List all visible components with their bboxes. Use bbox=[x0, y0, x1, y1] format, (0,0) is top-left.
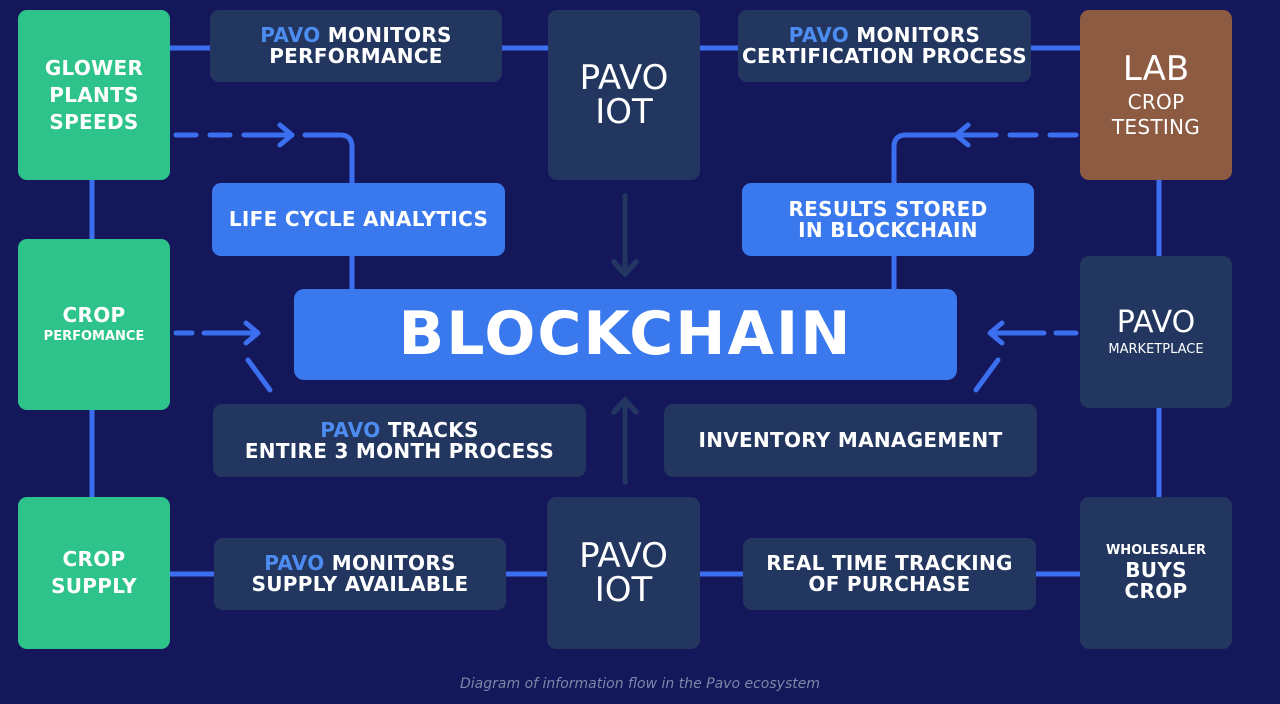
pavo-monitors-certification-node: PAVO MONITORS CERTIFICATION PROCESS bbox=[738, 10, 1031, 82]
monitors-performance-line2: PERFORMANCE bbox=[269, 44, 443, 68]
iot-up-arrowhead bbox=[611, 396, 639, 415]
life-cycle-analytics-node: LIFE CYCLE ANALYTICS bbox=[212, 183, 505, 256]
pavo-monitors-performance-node: PAVO MONITORS PERFORMANCE bbox=[210, 10, 502, 82]
tracks-line2: ENTIRE 3 MONTH PROCESS bbox=[244, 438, 555, 463]
wholesaler-line2: BUYS bbox=[1125, 558, 1187, 583]
pavo-marketplace-node: PAVO MARKETPLACE bbox=[1080, 256, 1232, 408]
marketplace-subtitle: MARKETPLACE bbox=[1108, 341, 1204, 357]
results-stored-line1: RESULTS STORED bbox=[788, 196, 988, 221]
lab-line3: TESTING bbox=[1111, 114, 1201, 139]
inventory-management-node: INVENTORY MANAGEMENT bbox=[664, 404, 1037, 477]
pavo-iot-bottom-node: PAVO IOT bbox=[547, 497, 700, 649]
crop-performance-title: CROP bbox=[62, 303, 126, 328]
pavo-iot-top-node: PAVO IOT bbox=[548, 10, 700, 180]
arrowhead bbox=[243, 320, 261, 346]
blockchain-label: BLOCKCHAIN bbox=[398, 299, 853, 369]
pavo-iot-bottom-line1: PAVO bbox=[579, 536, 668, 576]
crop-supply-line2: SUPPLY bbox=[51, 574, 137, 598]
real-time-tracking-line1: REAL TIME TRACKING bbox=[766, 551, 1013, 575]
glower-plants-speeds-node: GLOWER PLANTS SPEEDS bbox=[18, 10, 170, 180]
glower-line3: SPEEDS bbox=[49, 109, 139, 134]
crop-performance-subtitle: PERFOMANCE bbox=[43, 329, 145, 345]
life-cycle-analytics-label: LIFE CYCLE ANALYTICS bbox=[228, 207, 489, 231]
wholesaler-line3: CROP bbox=[1124, 579, 1188, 604]
pavo-accent-label: PAVO bbox=[320, 417, 381, 442]
arrowhead bbox=[987, 320, 1005, 346]
diagram-caption: Diagram of information flow in the Pavo … bbox=[460, 676, 820, 692]
lab-line2: CROP bbox=[1127, 89, 1185, 114]
connector-line bbox=[891, 132, 963, 186]
lab-title: LAB bbox=[1122, 49, 1190, 90]
blockchain-node: BLOCKCHAIN bbox=[294, 289, 957, 380]
wholesaler-buys-crop-node: WHOLESALER BUYS CROP bbox=[1080, 497, 1232, 649]
monitors-certification-line1: PAVO MONITORS bbox=[789, 25, 980, 46]
arrowhead bbox=[953, 122, 971, 148]
monitors-label: MONITORS bbox=[331, 551, 456, 575]
arrowhead bbox=[277, 122, 295, 148]
tracks-label: TRACKS bbox=[387, 417, 479, 442]
monitors-certification-line2: CERTIFICATION PROCESS bbox=[741, 44, 1028, 68]
crop-performance-node: CROP PERFOMANCE bbox=[18, 239, 170, 410]
crop-supply-line1: CROP bbox=[62, 547, 126, 571]
results-stored-line2: IN BLOCKCHAIN bbox=[798, 217, 978, 242]
pavo-tracks-node: PAVO TRACKS ENTIRE 3 MONTH PROCESS bbox=[213, 404, 586, 477]
lab-crop-testing-node: LAB CROP TESTING bbox=[1080, 10, 1232, 180]
pavo-accent-label: PAVO bbox=[788, 23, 850, 47]
monitors-performance-line1: PAVO MONITORS bbox=[260, 25, 451, 46]
monitors-label: MONITORS bbox=[856, 23, 981, 47]
monitors-label: MONITORS bbox=[327, 23, 452, 47]
pavo-accent-label: PAVO bbox=[260, 23, 321, 47]
iot-down-arrowhead bbox=[611, 259, 639, 278]
pavo-iot-bottom-line2: IOT bbox=[594, 570, 653, 610]
glower-line1: GLOWER bbox=[44, 55, 144, 80]
inventory-management-label: INVENTORY MANAGEMENT bbox=[698, 428, 1003, 452]
marketplace-title: PAVO bbox=[1116, 305, 1196, 341]
results-stored-node: RESULTS STORED IN BLOCKCHAIN bbox=[742, 183, 1034, 256]
wholesaler-label: WHOLESALER bbox=[1105, 542, 1207, 558]
pavo-iot-top-line2: IOT bbox=[595, 92, 653, 132]
connector-line bbox=[302, 132, 355, 186]
crop-supply-node: CROP SUPPLY bbox=[18, 497, 170, 649]
real-time-tracking-node: REAL TIME TRACKING OF PURCHASE bbox=[743, 538, 1036, 610]
pavo-iot-top-line1: PAVO bbox=[579, 58, 669, 98]
connector-line bbox=[245, 357, 273, 393]
monitors-supply-line1: PAVO MONITORS bbox=[264, 553, 455, 574]
pavo-accent-label: PAVO bbox=[264, 551, 325, 575]
real-time-tracking-line2: OF PURCHASE bbox=[808, 572, 971, 596]
glower-line2: PLANTS bbox=[49, 82, 139, 107]
tracks-line1: PAVO TRACKS bbox=[320, 417, 479, 442]
connector-line bbox=[973, 357, 1001, 393]
pavo-monitors-supply-node: PAVO MONITORS SUPPLY AVAILABLE bbox=[214, 538, 506, 610]
monitors-supply-line2: SUPPLY AVAILABLE bbox=[251, 572, 469, 596]
